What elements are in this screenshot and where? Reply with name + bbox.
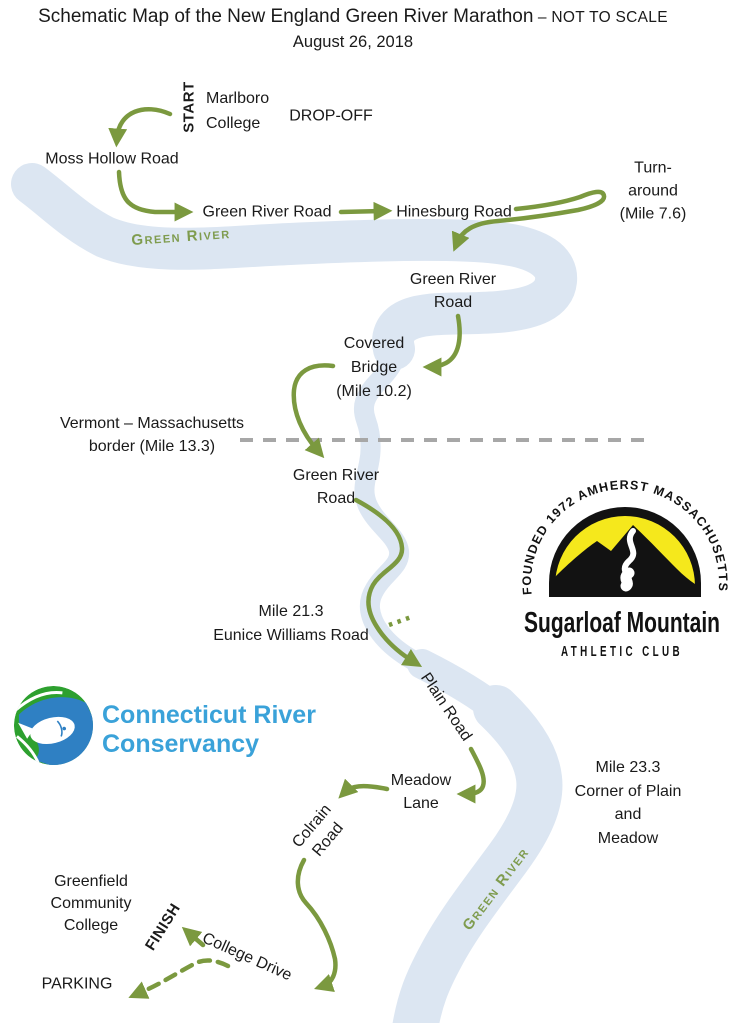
title-not-to-scale: – NOT TO SCALE [537, 9, 668, 26]
river-lower-band [392, 685, 563, 1023]
crc-fish-icon [18, 716, 75, 745]
route-plain-to-meadow [456, 746, 486, 804]
map-title-block: Schematic Map of the New England Green R… [0, 6, 706, 52]
label-green-river-road-2: Green River Road [409, 271, 497, 311]
label-hinesburg-road: Hinesburg Road [396, 203, 512, 221]
emblem-mountains [555, 525, 695, 586]
crc-wave-bottom [16, 735, 41, 765]
route-start-to-moss-hollow [108, 106, 173, 148]
title-text: Schematic Map of the New England Green R… [38, 6, 534, 27]
page-title: Schematic Map of the New England Green R… [0, 6, 706, 28]
crc-wave-top [14, 691, 63, 712]
sugarloaf-mountain-emblem-icon [549, 507, 701, 597]
label-meadow-lane: Meadow Lane [390, 772, 452, 812]
finish-arrow [181, 926, 206, 948]
label-vt-ma-border-mile-13-3: Vermont – Massachusetts border (Mile 13.… [59, 415, 245, 455]
label-turn-around-mile-7-6: Turn-around (Mile 7.6) [619, 159, 687, 223]
label-mile-21-3-eunice-williams: Mile 21.3 Eunice Williams Road [213, 603, 369, 644]
sugarloaf-name-text: Sugarloaf Mountain [524, 607, 720, 639]
conservancy-logo-text: Connecticut River Conservancy [102, 701, 316, 758]
river-upper-band [11, 163, 578, 370]
label-mile-23-3-corner-plain-meadow: Mile 23.3 Corner of Plain and Meadow [574, 759, 682, 847]
label-greenfield-community-college: Greenfield Community College [50, 873, 132, 934]
route-to-plain-road [353, 497, 423, 667]
sugarloaf-subname-text: ATHLETIC CLUB [561, 644, 683, 660]
route-meadow-to-colrain [338, 778, 390, 799]
label-marlboro-college: Marlboro College [206, 90, 270, 132]
route-colrain-to-college-drive [295, 857, 338, 992]
route-turnaround-loop [451, 189, 607, 252]
emblem-trail-base [620, 567, 635, 592]
marathon-route [108, 106, 607, 999]
label-green-river-road-1: Green River Road [202, 203, 332, 221]
label-moss-hollow-road: Moss Hollow Road [45, 150, 179, 168]
label-start: START [180, 81, 198, 133]
label-drop-off: DROP-OFF [289, 107, 373, 125]
label-parking: PARKING [41, 975, 113, 993]
green-river-water [11, 163, 578, 1023]
label-green-river-road-3: Green River Road [292, 467, 380, 507]
route-bridge-to-green-river-rd-3 [291, 363, 336, 459]
conservancy-logo-icon [13, 685, 94, 766]
event-date: August 26, 2018 [292, 33, 414, 51]
route-green-river-rd-to-hinesburg [338, 201, 393, 221]
label-covered-bridge-mile-10-2: Covered Bridge (Mile 10.2) [336, 335, 412, 400]
eunice-williams-dotted-crossing [388, 613, 415, 628]
sugarloaf-athletic-club-logo: FOUNDED 1972 AMHERST MASSACHUSETTS Sugar… [520, 478, 728, 660]
route-moss-hollow-to-green-river-rd [116, 169, 194, 222]
parking-dashed-arrow [128, 958, 231, 999]
route-to-covered-bridge [422, 313, 462, 377]
